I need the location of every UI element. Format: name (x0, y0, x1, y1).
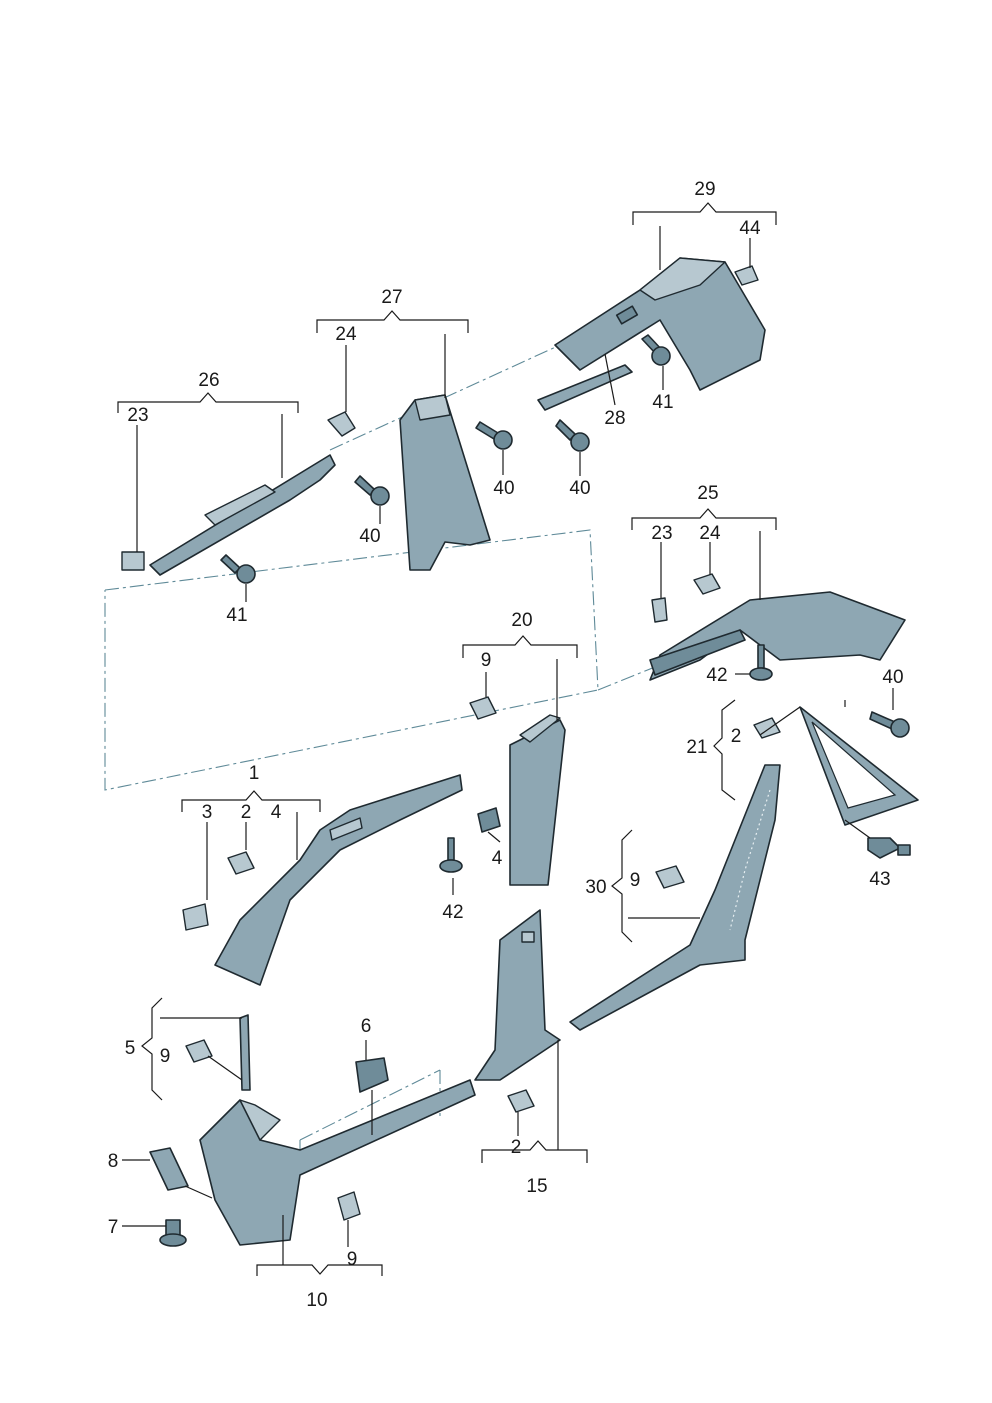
part-25-c-pillar-lower-trim (649, 591, 906, 681)
callout-29: 29 (694, 179, 715, 200)
callout-40-c: 40 (359, 526, 380, 547)
callout-labels: 29 44 27 24 26 41 23 28 40 40 25 40 23 2… (108, 179, 904, 1311)
parts (121, 257, 919, 1247)
callout-30: 30 (585, 877, 606, 898)
callout-41-bottom: 41 (226, 605, 247, 626)
callout-42-left: 42 (442, 902, 463, 923)
part-9-clip-right (655, 865, 685, 889)
part-23-clip (121, 551, 145, 571)
part-24-clip (327, 411, 356, 437)
callout-9-b-pillar: 9 (481, 650, 492, 671)
callout-10: 10 (306, 1290, 327, 1311)
part-41-screw-lower (220, 554, 256, 584)
part-1-a-pillar-lower-trim (214, 774, 463, 986)
callout-2-right: 2 (731, 726, 742, 747)
callout-3: 3 (202, 802, 213, 823)
part-6-bracket (355, 1057, 389, 1093)
callout-2-a-pillar: 2 (241, 802, 252, 823)
callout-27: 27 (381, 287, 402, 308)
callout-9-left: 9 (160, 1046, 171, 1067)
callout-40-a: 40 (493, 478, 514, 499)
callout-8: 8 (108, 1151, 119, 1172)
part-26-a-pillar-upper-trim (149, 454, 336, 576)
callout-1: 1 (249, 763, 260, 784)
callout-23-top: 23 (127, 405, 148, 426)
part-40-screw-a (475, 421, 513, 450)
callout-25: 25 (697, 483, 718, 504)
part-9-clip-b-pillar (469, 696, 497, 720)
part-4-cover-cap (477, 807, 501, 833)
callout-15: 15 (526, 1176, 547, 1197)
part-40-screw-d (869, 711, 910, 738)
callout-4-cap: 4 (492, 848, 503, 869)
part-10-sill-trim (199, 1079, 476, 1246)
part-8-bracket (149, 1147, 189, 1191)
callout-4-a-pillar: 4 (271, 802, 282, 823)
part-2-clip-right (753, 717, 781, 739)
part-29-rear-upper-trim (554, 257, 766, 391)
callout-44: 44 (739, 218, 761, 239)
part-21-quarter-window-trim (799, 706, 919, 826)
part-15-b-pillar-lower-cover (474, 909, 561, 1081)
part-40-screw-c (354, 475, 390, 506)
part-28-strip (537, 364, 633, 411)
callout-43: 43 (869, 869, 890, 890)
part-23-clip-right (651, 597, 668, 623)
callout-6: 6 (361, 1016, 372, 1037)
callout-20: 20 (511, 610, 532, 631)
part-3-clip (182, 903, 209, 931)
callout-21: 21 (686, 737, 707, 758)
callout-42-right: 42 (706, 665, 727, 686)
part-24-clip-right (693, 573, 721, 595)
part-20-b-pillar-lower-trim (509, 714, 566, 886)
callout-5: 5 (125, 1038, 136, 1059)
part-2-clip-bottom (507, 1089, 535, 1113)
callout-41-top: 41 (652, 392, 673, 413)
part-30-rear-door-seal-trim (569, 764, 781, 1031)
callout-26: 26 (198, 370, 219, 391)
part-2-clip-a-pillar (227, 851, 255, 875)
callout-40-d: 40 (882, 667, 903, 688)
callout-2-bottom: 2 (511, 1137, 522, 1158)
part-9-clip-sill (337, 1191, 361, 1221)
callout-24-top: 24 (335, 324, 357, 345)
leader-lines (117, 202, 894, 1276)
part-44-clip (734, 265, 759, 286)
part-9-clip-left (185, 1039, 213, 1063)
callout-28: 28 (604, 408, 625, 429)
callout-9-sill: 9 (347, 1249, 358, 1270)
part-5-seal (239, 1014, 251, 1091)
part-40-screw-b (555, 419, 590, 452)
part-41-screw (641, 334, 671, 366)
part-27-b-pillar-upper-trim (399, 394, 491, 571)
callout-23-right: 23 (651, 523, 672, 544)
part-7-rivet (159, 1219, 187, 1247)
callout-7: 7 (108, 1217, 119, 1238)
part-42-screw-right (749, 644, 773, 681)
part-42-screw-left (439, 837, 463, 873)
callout-24-right: 24 (699, 523, 721, 544)
callout-40-b: 40 (569, 478, 590, 499)
callout-9-right: 9 (630, 870, 641, 891)
part-43-rivet (867, 837, 911, 859)
